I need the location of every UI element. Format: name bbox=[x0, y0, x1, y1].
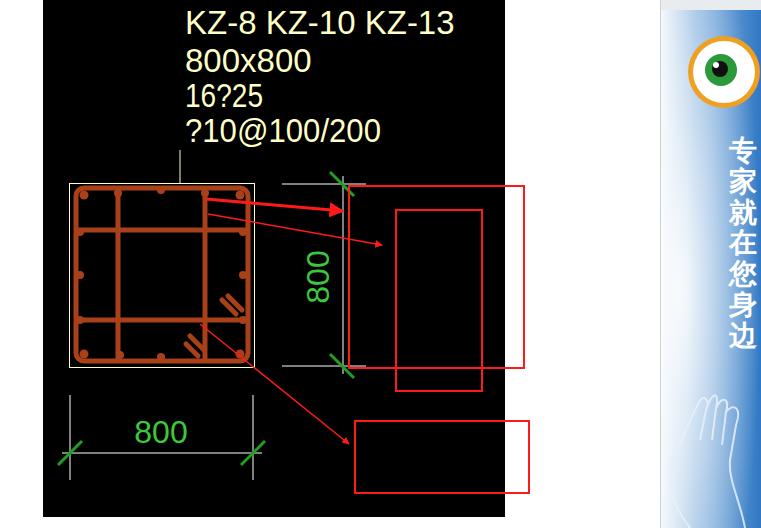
red-boxes bbox=[349, 186, 529, 493]
dimension-tick bbox=[241, 441, 265, 465]
rebar bbox=[236, 191, 245, 200]
column-outline bbox=[70, 184, 255, 368]
rebar bbox=[76, 316, 84, 324]
hook bbox=[228, 296, 242, 310]
ad-border bbox=[660, 0, 661, 528]
rebar bbox=[201, 189, 209, 197]
leader-line bbox=[180, 150, 181, 184]
tie-bar bbox=[77, 228, 247, 233]
vertical-dimension bbox=[282, 172, 366, 378]
extension-line bbox=[70, 395, 71, 480]
rebar bbox=[80, 350, 89, 359]
rebar bbox=[76, 271, 84, 279]
eye-white bbox=[693, 41, 755, 103]
eye-pupil bbox=[712, 61, 728, 77]
ad-glow bbox=[660, 0, 761, 528]
markup-box bbox=[355, 421, 529, 493]
rebar bbox=[76, 228, 84, 236]
dimension-line bbox=[343, 176, 344, 374]
dimension-line bbox=[62, 453, 262, 454]
eye-ring bbox=[688, 36, 760, 108]
tie-bar bbox=[203, 189, 208, 360]
stirrups bbox=[76, 188, 248, 361]
section-size: 800x800 bbox=[185, 44, 312, 77]
rebar bbox=[239, 228, 247, 236]
markup-box bbox=[349, 186, 524, 368]
markup-box bbox=[396, 210, 482, 391]
ad-background bbox=[660, 0, 761, 528]
markup-arrow bbox=[208, 214, 382, 245]
main-rebar-spec: 16?25 bbox=[185, 79, 263, 112]
markup-arrow bbox=[200, 324, 349, 444]
extension-line bbox=[253, 395, 254, 480]
dimension-tick bbox=[330, 354, 354, 378]
rebars bbox=[76, 186, 247, 361]
eye-iris bbox=[705, 54, 737, 86]
extension-line bbox=[282, 366, 366, 367]
hook bbox=[186, 344, 198, 356]
dimension-tick bbox=[330, 172, 354, 196]
red-arrows bbox=[200, 199, 382, 444]
rebar bbox=[116, 351, 124, 359]
outer-stirrup bbox=[76, 188, 248, 361]
markup-arrow bbox=[206, 199, 343, 211]
tie-bar bbox=[116, 189, 121, 360]
column-marks: KZ-8 KZ-10 KZ-13 bbox=[185, 6, 455, 39]
rebar bbox=[239, 271, 247, 279]
dimension-tick bbox=[58, 441, 82, 465]
ad-top-strip bbox=[660, 0, 761, 10]
cad-background bbox=[43, 0, 505, 517]
vertical-slogan: 专家就在您身边 bbox=[729, 136, 757, 352]
dimension-text: 800 bbox=[134, 416, 187, 448]
ad-panel bbox=[660, 0, 761, 528]
rebar bbox=[114, 189, 122, 197]
dimension-text: 800 bbox=[302, 250, 334, 303]
rebar bbox=[239, 316, 247, 324]
hand-drawing bbox=[670, 396, 745, 528]
ad-banner: 专家就在您身边 bbox=[660, 0, 761, 528]
tie-bar bbox=[77, 318, 247, 323]
rebar bbox=[80, 191, 89, 200]
stirrup-spec: ?10@100/200 bbox=[185, 114, 381, 147]
rebar bbox=[157, 186, 165, 194]
extension-line bbox=[282, 184, 366, 185]
rebar bbox=[157, 353, 165, 361]
horizontal-dimension bbox=[58, 395, 265, 480]
eye-glint bbox=[713, 62, 719, 68]
